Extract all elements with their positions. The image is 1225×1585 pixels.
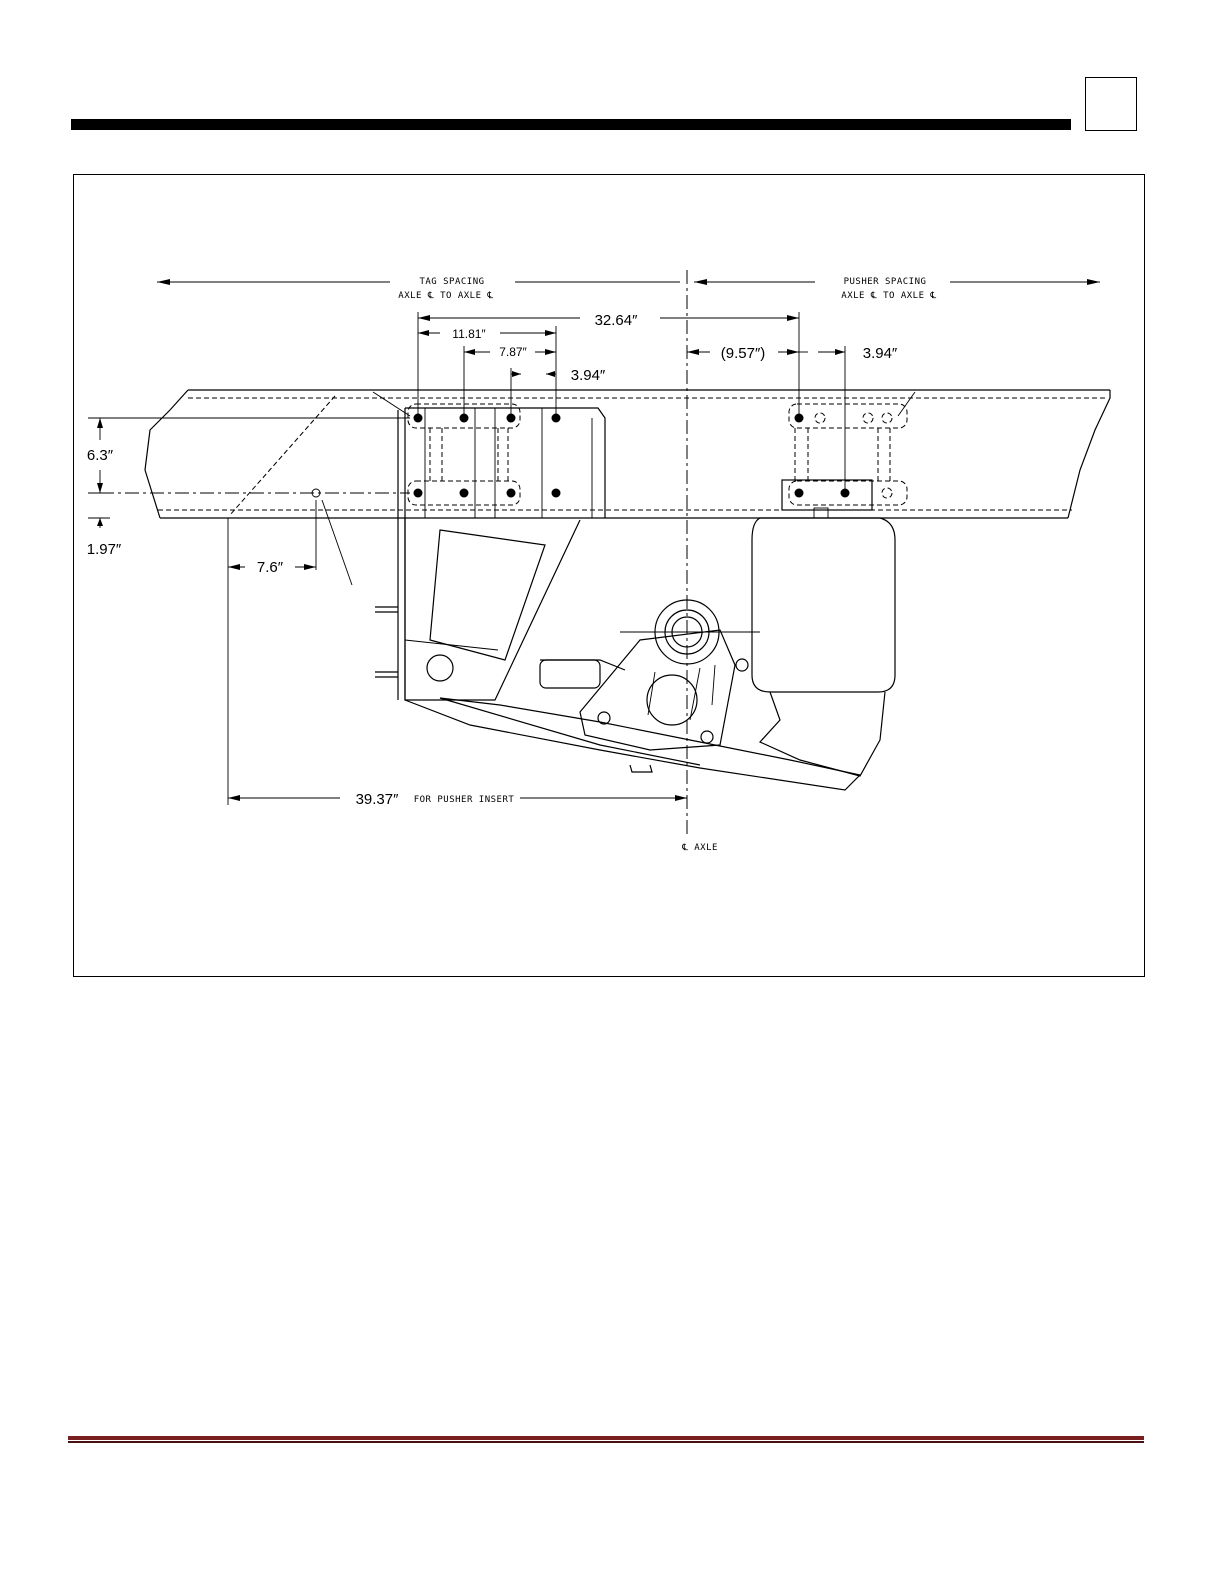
dim-3-94-left-label: 3.94″ <box>571 367 606 384</box>
tag-bolt-holes <box>373 392 561 505</box>
dim-3-94-left: 3.94″ <box>511 367 606 420</box>
pusher-spacing-dimension: PUSHER SPACING AXLE ℄ TO AXLE ℄ <box>694 277 1100 301</box>
axle-centerline-label: ℄ AXLE <box>681 843 718 853</box>
dim-11-81-label: 11.81″ <box>452 327 486 341</box>
dim-7-6: 7.6″ <box>228 489 352 805</box>
dim-3-94-right-label: 3.94″ <box>863 345 898 362</box>
pusher-spacing-label-1: PUSHER SPACING <box>844 277 927 287</box>
for-pusher-insert-label: FOR PUSHER INSERT <box>414 795 515 805</box>
shock-absorber <box>540 660 600 688</box>
footer-rule <box>68 1436 1144 1444</box>
tag-hanger-bracket <box>375 408 605 700</box>
air-spring <box>752 508 895 776</box>
bracket-cutout <box>430 530 545 660</box>
axle-assembly <box>580 600 760 750</box>
pusher-spacing-label-2: AXLE ℄ TO AXLE ℄ <box>841 291 936 301</box>
dim-6-3: 6.3″ <box>87 418 410 493</box>
dim-9-57-label: (9.57″) <box>721 345 766 362</box>
pusher-bracket <box>782 392 915 510</box>
pivot-hole <box>427 655 453 681</box>
dim-9-57: (9.57″) <box>687 345 799 362</box>
dim-7-87-label: 7.87″ <box>499 345 527 359</box>
dim-3-94-right: 3.94″ <box>799 345 898 494</box>
tag-spacing-label-2: AXLE ℄ TO AXLE ℄ <box>398 291 493 301</box>
dim-39-37-label: 39.37″ <box>356 791 400 808</box>
dim-39-37: 39.37″ FOR PUSHER INSERT <box>228 791 687 808</box>
dim-32-64-label: 32.64″ <box>595 312 639 329</box>
trailing-arm <box>405 660 860 790</box>
dim-11-81: 11.81″ <box>418 326 556 420</box>
dim-1-97-label: 1.97″ <box>87 541 122 558</box>
dim-1-97: 1.97″ <box>87 518 122 558</box>
dim-7-6-label: 7.6″ <box>257 559 284 576</box>
dim-6-3-label: 6.3″ <box>87 447 114 464</box>
tag-spacing-label-1: TAG SPACING <box>419 277 484 287</box>
tag-spacing-dimension: TAG SPACING AXLE ℄ TO AXLE ℄ <box>157 277 680 301</box>
